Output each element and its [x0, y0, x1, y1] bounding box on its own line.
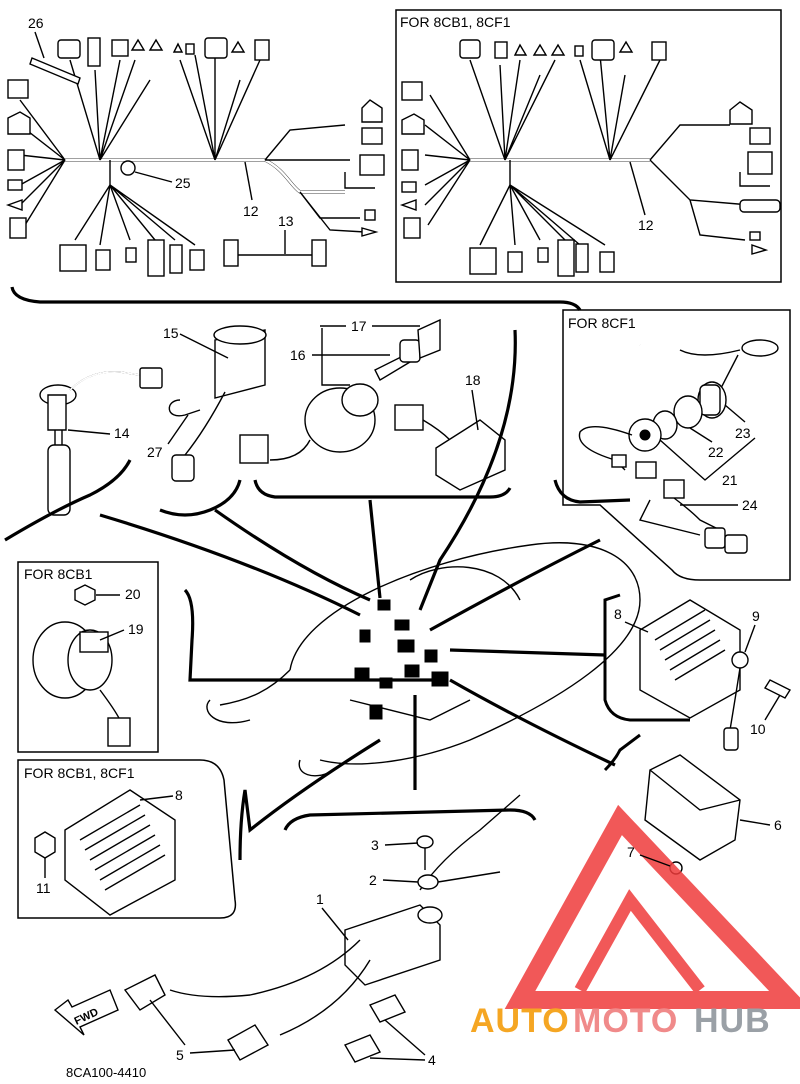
- callout-labels: 26 25 12 13 12 15 17 16 18 14 27 23 22 2…: [28, 15, 782, 1068]
- callout-12b: 12: [638, 217, 654, 233]
- callout-7: 7: [627, 844, 635, 860]
- cdi-unit: [603, 733, 741, 875]
- fwd-arrow-icon: [53, 989, 119, 1036]
- callout-16: 16: [290, 347, 306, 363]
- callout-19: 19: [128, 621, 144, 637]
- callout-13: 13: [278, 213, 294, 229]
- parts-middle-row: [4, 318, 512, 542]
- panel-title-4: FOR 8CB1, 8CF1: [24, 765, 135, 781]
- watermark-text: AUTO MOTO HUB: [470, 1002, 771, 1040]
- callout-20: 20: [125, 586, 141, 602]
- callout-23: 23: [735, 425, 751, 441]
- automotohub-watermark: [504, 804, 800, 1009]
- callout-8a: 8: [175, 787, 183, 803]
- callout-12a: 12: [243, 203, 259, 219]
- panel-titles: FOR 8CB1, 8CF1 FOR 8CF1 FOR 8CB1 FOR 8CB…: [24, 14, 636, 781]
- callout-14: 14: [114, 425, 130, 441]
- watermark-hub: HUB: [694, 1002, 771, 1040]
- callout-9: 9: [752, 608, 760, 624]
- panel-title-1: FOR 8CB1, 8CF1: [400, 14, 511, 30]
- callout-15: 15: [163, 325, 179, 341]
- callout-17: 17: [351, 318, 367, 334]
- callout-8b: 8: [614, 606, 622, 622]
- watermark-auto: AUTO: [470, 1002, 570, 1040]
- rectifier-right: [603, 593, 792, 751]
- watermark-moto: MOTO: [573, 1002, 678, 1040]
- callout-10: 10: [750, 721, 766, 737]
- panel-title-3: FOR 8CB1: [24, 566, 93, 582]
- callout-2: 2: [369, 872, 377, 888]
- group-bracket-top: [10, 286, 582, 311]
- panel-title-2: FOR 8CF1: [568, 315, 636, 331]
- callout-24: 24: [742, 497, 758, 513]
- callout-6: 6: [774, 817, 782, 833]
- callout-11: 11: [36, 880, 51, 896]
- ignition-coil-group: [53, 794, 537, 1063]
- callout-27: 27: [147, 444, 163, 460]
- callout-1: 1: [316, 891, 324, 907]
- panel-right-8cf1: [553, 309, 791, 581]
- callout-26: 26: [28, 15, 44, 31]
- snowmobile-outline: [99, 329, 641, 790]
- panel-left-8cb1: [17, 561, 440, 753]
- callout-4: 4: [428, 1052, 436, 1068]
- callout-21: 21: [722, 472, 738, 488]
- callout-22: 22: [708, 444, 724, 460]
- figure-code: 8CA100-4410: [66, 1065, 146, 1080]
- panel-top-right: [395, 9, 782, 283]
- callout-18: 18: [465, 372, 481, 388]
- wire-harness-main: [5, 37, 385, 277]
- panel-left-rectifier: [17, 738, 381, 919]
- callout-25: 25: [175, 175, 191, 191]
- callout-3: 3: [371, 837, 379, 853]
- callout-5: 5: [176, 1047, 184, 1063]
